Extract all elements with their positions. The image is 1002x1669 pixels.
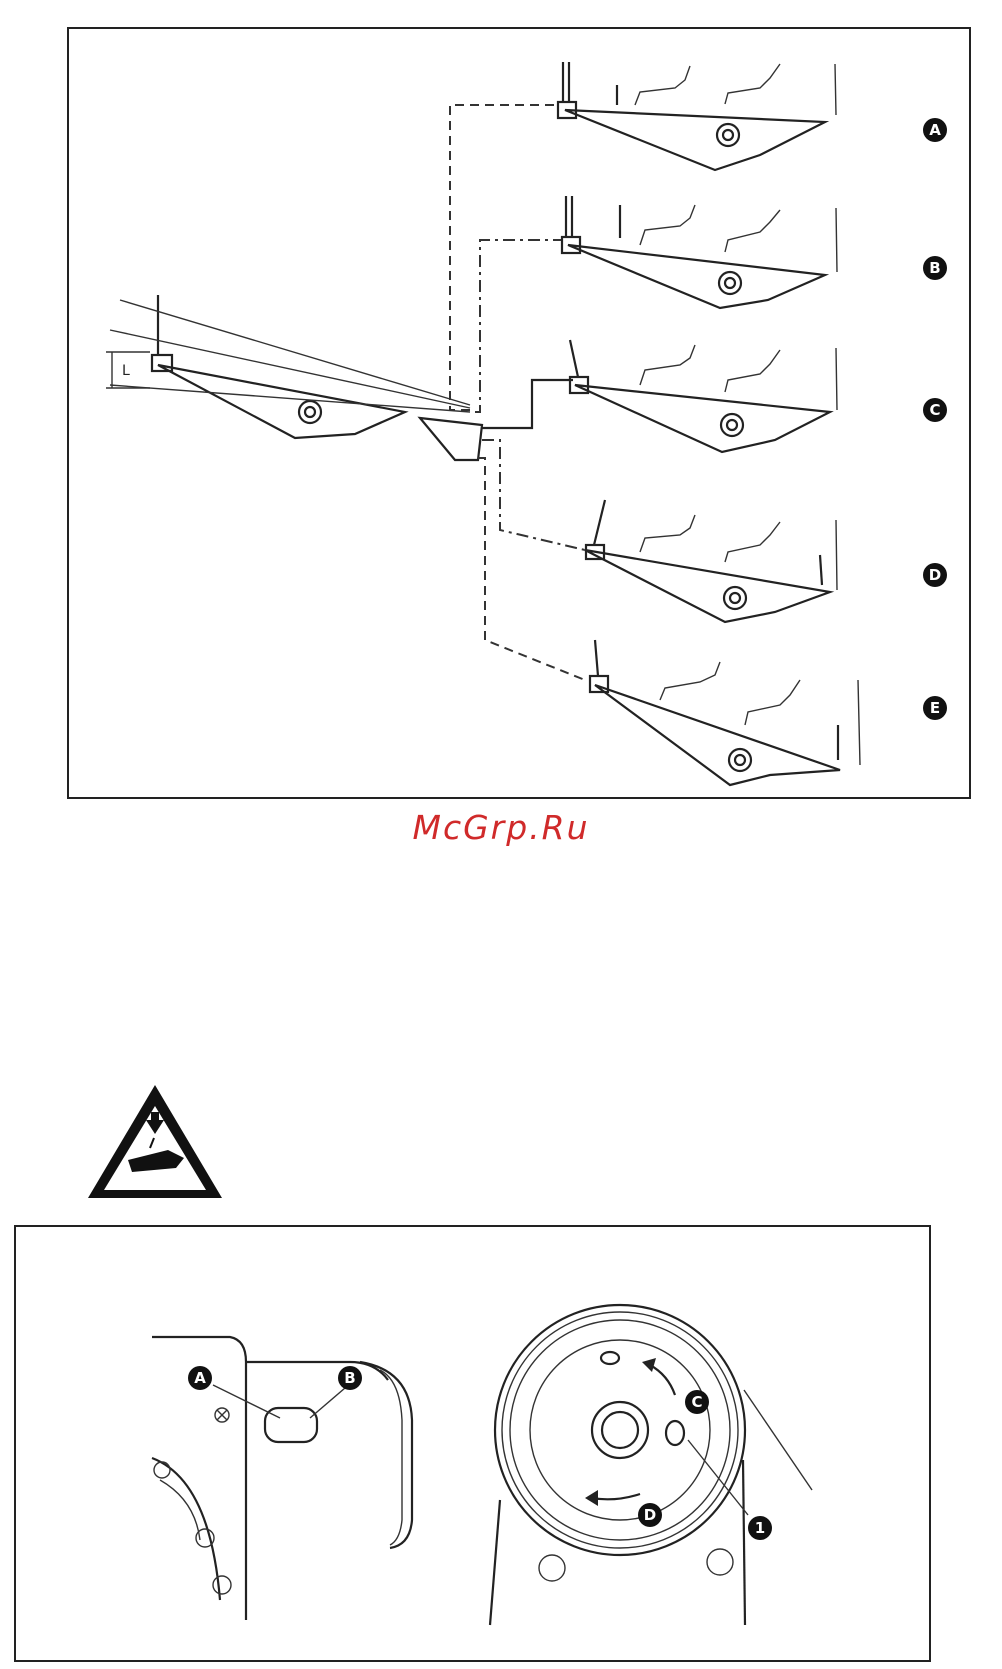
svg-text:A: A <box>929 121 941 139</box>
badge-position-c: C <box>923 398 947 422</box>
rod-b <box>475 240 563 412</box>
pedal-d <box>585 500 837 622</box>
pedal-c <box>570 340 837 452</box>
badge-position-e: E <box>923 696 947 720</box>
hand-crush-warning-icon <box>88 1085 222 1198</box>
badge-position-a: A <box>923 118 947 142</box>
pedal-b <box>562 196 837 308</box>
rod-d <box>482 440 585 550</box>
svg-text:B: B <box>929 259 940 277</box>
handwheel-diagram <box>14 1225 931 1662</box>
pedal-e <box>590 640 860 785</box>
badge-position-d: D <box>923 563 947 587</box>
rod-a <box>450 105 560 410</box>
rod-e <box>478 458 585 680</box>
reference-pedal: L <box>106 295 482 460</box>
pedal-a <box>558 62 836 170</box>
rod-c <box>482 380 573 428</box>
svg-text:D: D <box>929 566 941 584</box>
watermark: McGrp.Ru <box>0 808 1002 847</box>
badge-position-b: B <box>923 256 947 280</box>
svg-text:C: C <box>929 401 940 419</box>
svg-text:E: E <box>930 699 940 717</box>
dimension-label: L <box>122 363 130 379</box>
